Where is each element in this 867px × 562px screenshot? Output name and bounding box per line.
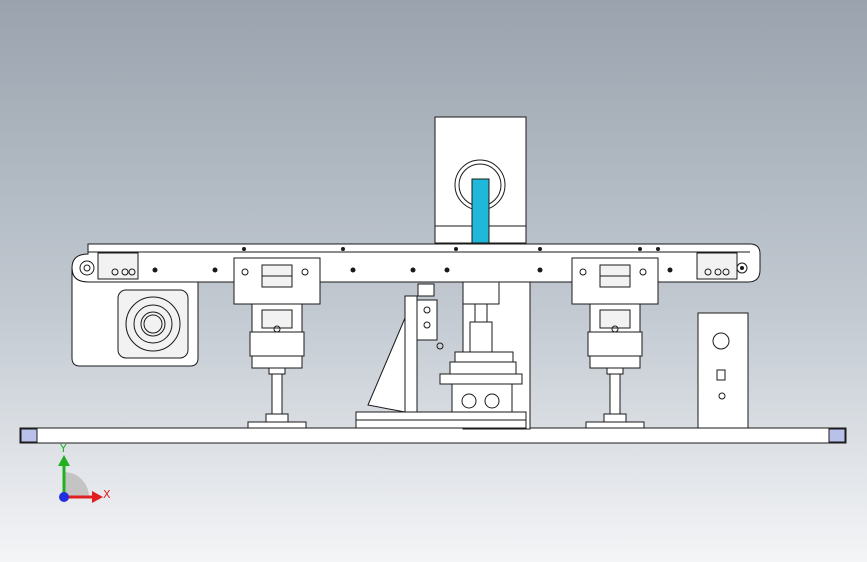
coordinate-triad: X Y [58, 442, 111, 503]
side-bracket [367, 283, 444, 413]
base-plate [19, 427, 847, 444]
right-sensor-box [697, 312, 749, 429]
center-cylinder [355, 281, 527, 429]
y-axis-label: Y [59, 442, 67, 455]
left-motor-housing [71, 267, 199, 367]
right-lift-unit [571, 257, 659, 429]
cyan-rod [471, 178, 490, 244]
left-lift-unit [233, 257, 321, 429]
x-axis-label: X [103, 488, 111, 501]
